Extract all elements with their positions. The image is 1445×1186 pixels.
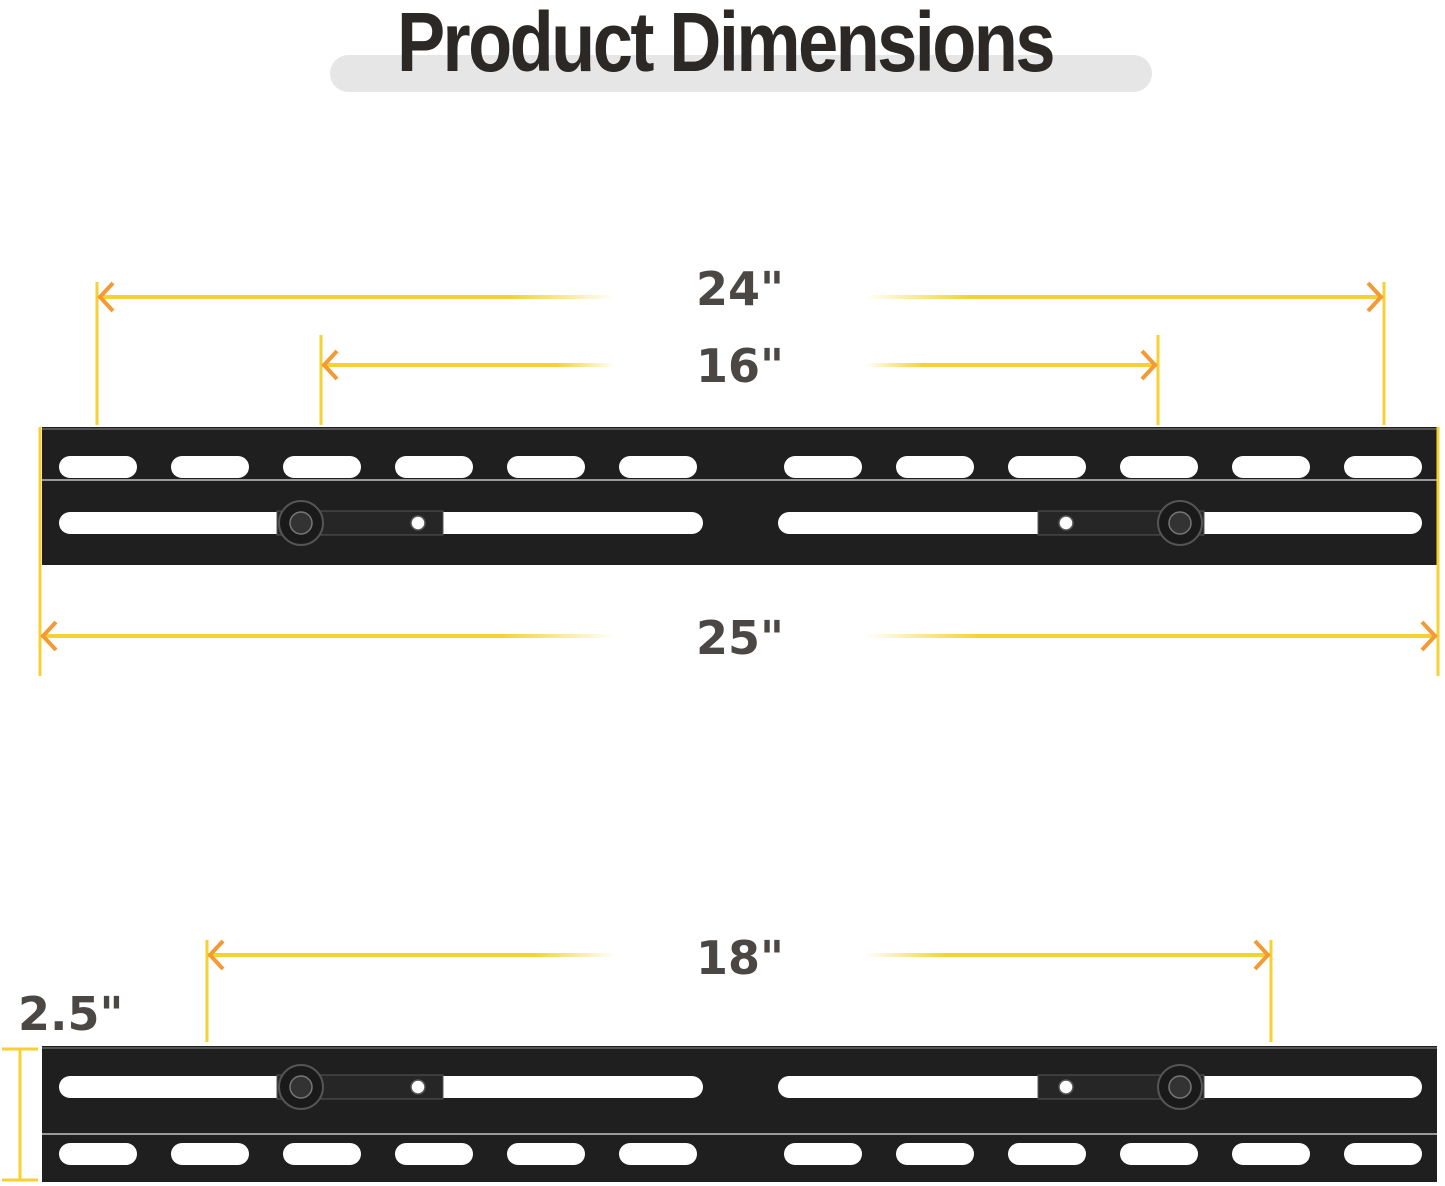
arrow-left-icon [40, 620, 58, 652]
arrow-left-icon [321, 349, 339, 381]
slider-hole [1058, 1079, 1074, 1095]
mounting-slot [1120, 1143, 1198, 1165]
mounting-slot [59, 1143, 137, 1165]
mounting-slot [283, 456, 361, 478]
mounting-slot [1344, 1143, 1422, 1165]
slider-hole [410, 515, 426, 531]
mounting-slot [784, 456, 862, 478]
dimension-label-18: 18" [696, 931, 784, 985]
mounting-slot [1232, 1143, 1310, 1165]
mounting-slot [507, 456, 585, 478]
mounting-slot [619, 456, 697, 478]
bracket-body [42, 427, 1437, 565]
dimension-line [40, 634, 615, 638]
dimension-label-25: 25" [696, 611, 784, 665]
mounting-slot [896, 456, 974, 478]
bolt-icon [289, 1075, 313, 1099]
mounting-slot [1232, 456, 1310, 478]
mounting-slot [59, 456, 137, 478]
dimension-25 [38, 427, 1440, 676]
arrow-left-icon [207, 939, 225, 971]
arrow-left-icon [97, 281, 115, 313]
mounting-slot [395, 456, 473, 478]
mounting-slot [784, 1143, 862, 1165]
bolt-icon [289, 511, 313, 535]
mounting-slot [171, 1143, 249, 1165]
dimension-line [321, 363, 615, 367]
dimension-line [865, 295, 1384, 299]
mounting-slot [1008, 1143, 1086, 1165]
title-highlight [330, 55, 1152, 92]
dimension-line [207, 953, 615, 957]
bolt-icon [1168, 511, 1192, 535]
dimension-label-24: 24" [696, 262, 784, 316]
mounting-slot [507, 1143, 585, 1165]
dimension-18 [205, 939, 1273, 1042]
page-title: Product Dimensions [396, 0, 1056, 89]
dimension-line [865, 953, 1271, 957]
mounting-slot [896, 1143, 974, 1165]
wall-bracket [42, 427, 1437, 565]
mounting-slot [619, 1143, 697, 1165]
wall-bracket [42, 1046, 1437, 1182]
arrow-right-icon [1420, 620, 1438, 652]
slider-hole [1058, 515, 1074, 531]
dimension-2-5 [2, 1047, 38, 1182]
arrow-right-icon [1253, 939, 1271, 971]
mounting-slot [1008, 456, 1086, 478]
dimension-label-16: 16" [696, 339, 784, 393]
mounting-slot [1120, 456, 1198, 478]
slider-hole [410, 1079, 426, 1095]
dimension-line [97, 295, 615, 299]
arrow-right-icon [1366, 281, 1384, 313]
dimension-line [865, 363, 1158, 367]
dimension-label-2-5: 2.5" [18, 987, 123, 1041]
dimension-24 [95, 281, 1386, 425]
mounting-slot [283, 1143, 361, 1165]
mounting-slot [1344, 456, 1422, 478]
dimension-line [865, 634, 1438, 638]
mounting-slot [395, 1143, 473, 1165]
bracket-body [42, 1046, 1437, 1182]
dimension-16 [319, 335, 1160, 425]
arrow-right-icon [1140, 349, 1158, 381]
bolt-icon [1168, 1075, 1192, 1099]
mounting-slot [171, 456, 249, 478]
